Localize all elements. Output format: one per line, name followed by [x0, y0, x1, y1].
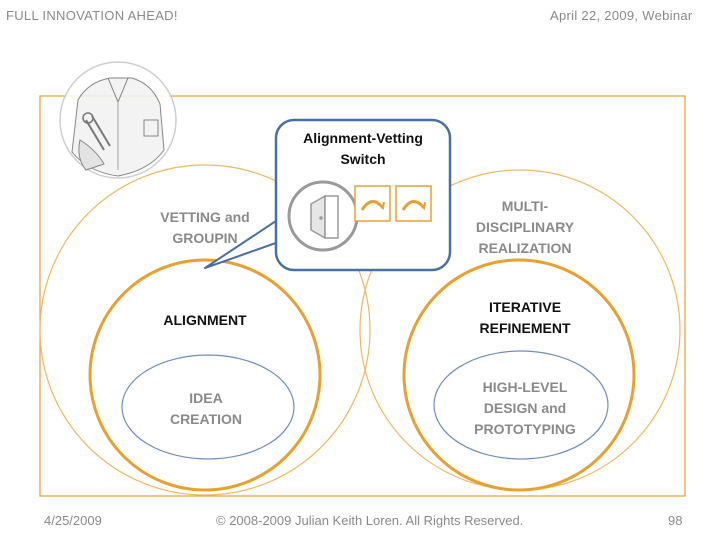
- page-number: 98: [668, 513, 682, 528]
- label-line: REFINEMENT: [455, 318, 595, 339]
- label-line: DISCIPLINARY: [455, 217, 595, 238]
- label-line: GROUPIN: [140, 228, 270, 249]
- label-line: MULTI-: [455, 196, 595, 217]
- alignment-label: ALIGNMENT: [140, 310, 270, 331]
- iterative-refinement-label: ITERATIVE REFINEMENT: [455, 297, 595, 339]
- idea-creation-label: IDEA CREATION: [140, 388, 272, 430]
- callout-title-line: Alignment-Vetting: [280, 128, 446, 149]
- callout-title: Alignment-Vetting Switch: [280, 128, 446, 170]
- arc-toggle-icon: [396, 186, 431, 221]
- label-line: DESIGN and: [455, 398, 595, 419]
- multi-disciplinary-label: MULTI- DISCIPLINARY REALIZATION: [455, 196, 595, 259]
- arc-toggle-icon: [355, 186, 390, 221]
- footer-copyright: © 2008-2009 Julian Keith Loren. All Righ…: [216, 513, 523, 528]
- label-line: REALIZATION: [455, 238, 595, 259]
- right-middle-circle: [404, 260, 634, 490]
- label-line: VETTING and: [140, 207, 270, 228]
- label-line: HIGH-LEVEL: [455, 377, 595, 398]
- label-line: ITERATIVE: [455, 297, 595, 318]
- high-level-design-label: HIGH-LEVEL DESIGN and PROTOTYPING: [455, 377, 595, 440]
- label-line: PROTOTYPING: [455, 419, 595, 440]
- left-middle-circle: [90, 260, 320, 490]
- vetting-grouping-label: VETTING and GROUPIN: [140, 207, 270, 249]
- label-line: CREATION: [140, 409, 272, 430]
- callout-title-line: Switch: [280, 149, 446, 170]
- label-line: IDEA: [140, 388, 272, 409]
- footer-date: 4/25/2009: [44, 513, 102, 528]
- door-switch-icon: [289, 182, 357, 250]
- worker-sketch-image: [60, 62, 176, 178]
